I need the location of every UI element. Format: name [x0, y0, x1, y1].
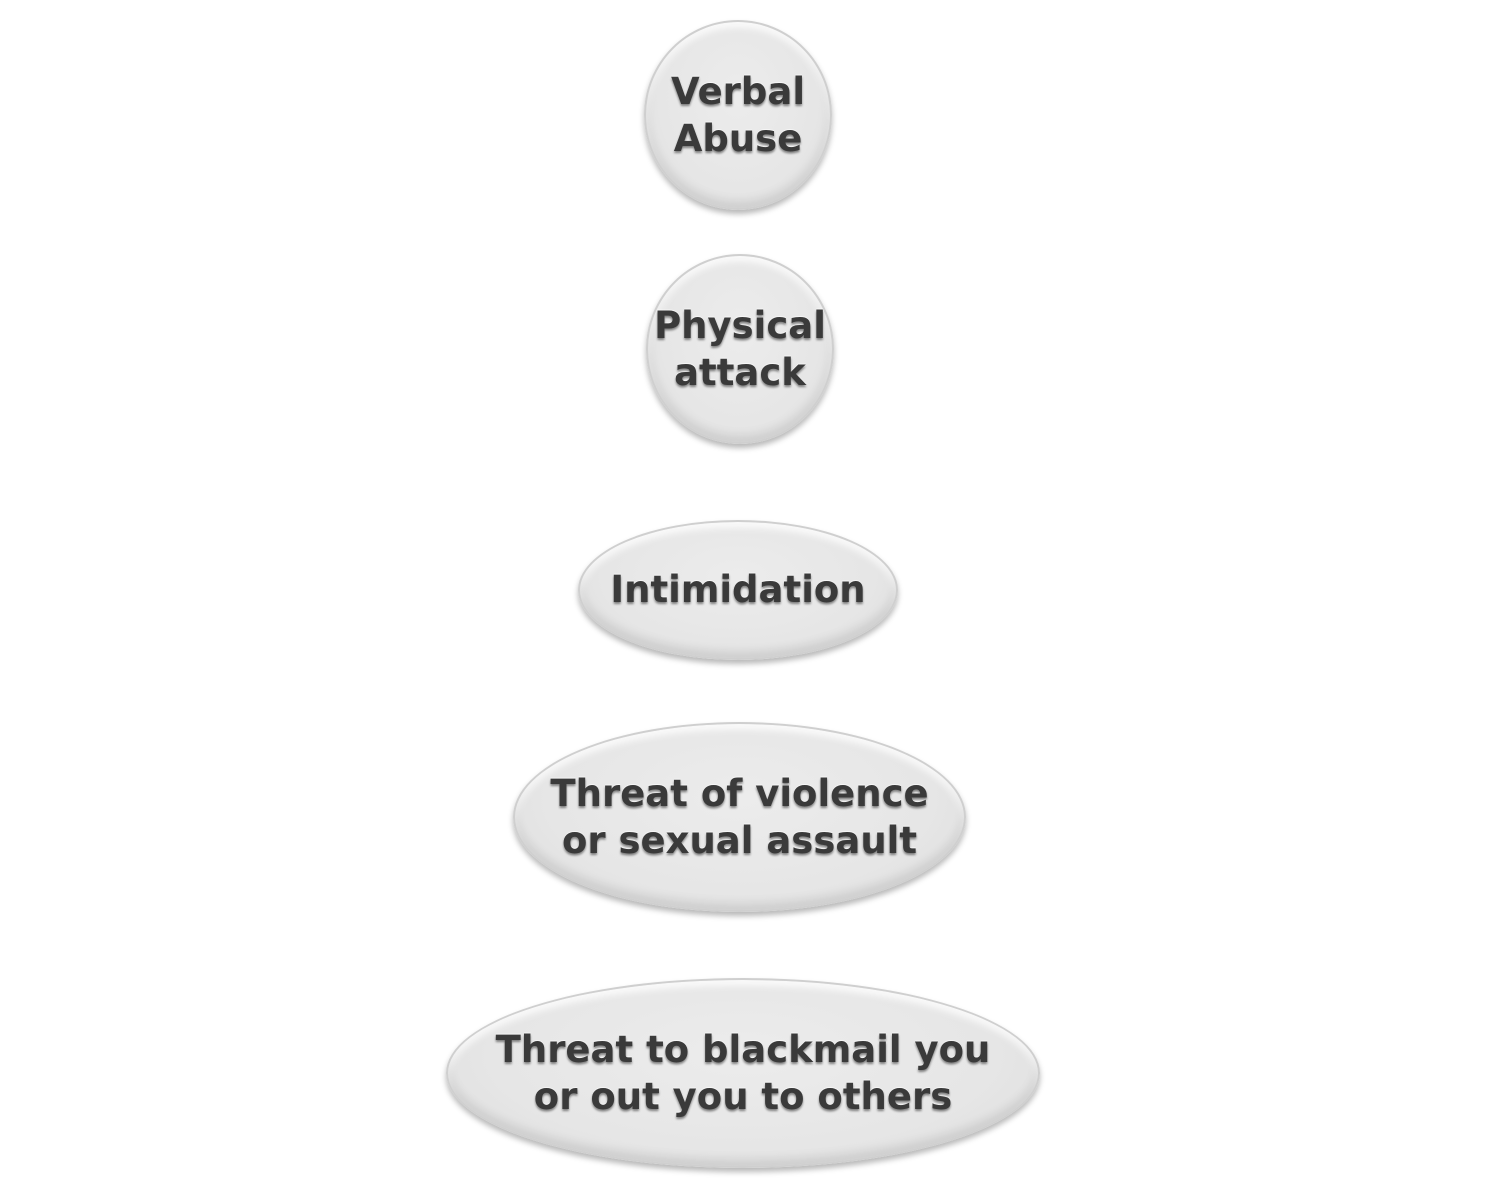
node-label: Intimidation	[610, 566, 865, 613]
node-label: Threat to blackmail you or out you to ot…	[496, 1026, 991, 1121]
node-label-line: Intimidation	[610, 568, 866, 612]
node-threat-violence: Threat of violence or sexual assault	[513, 722, 966, 912]
node-physical-attack: Physical attack	[646, 254, 834, 444]
node-label-line: Physical	[654, 303, 826, 347]
node-label-line: or sexual assault	[561, 819, 918, 862]
node-label: Verbal Abuse	[671, 68, 805, 163]
node-threat-blackmail: Threat to blackmail you or out you to ot…	[446, 978, 1040, 1168]
node-label: Threat of violence or sexual assault	[550, 770, 928, 865]
node-label-line: attack	[674, 351, 806, 394]
node-verbal-abuse: Verbal Abuse	[644, 20, 832, 210]
node-label: Physical attack	[654, 302, 826, 397]
node-label-line: Abuse	[673, 117, 803, 160]
node-label-line: Threat to blackmail you	[495, 1027, 991, 1071]
node-label-line: Verbal	[670, 69, 806, 113]
node-label-line: Threat of violence	[550, 771, 929, 815]
node-label-line: or out you to others	[533, 1075, 953, 1118]
node-intimidation: Intimidation	[578, 520, 898, 660]
